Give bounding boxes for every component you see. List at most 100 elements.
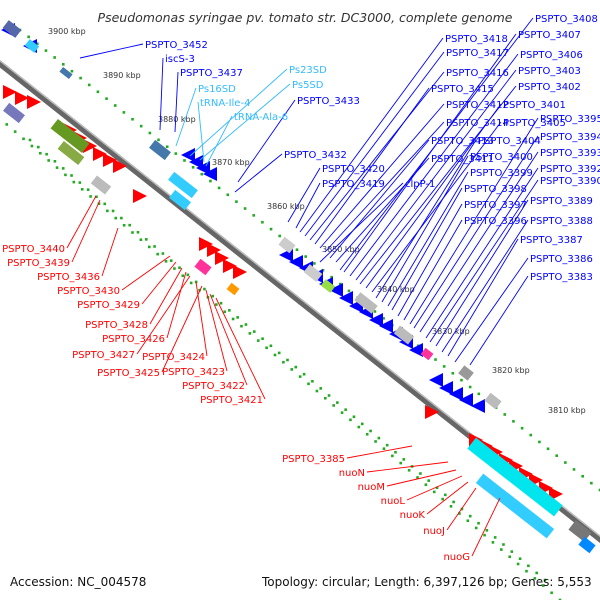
tick-dot xyxy=(265,346,268,350)
tick-dot xyxy=(315,389,319,393)
feature-box xyxy=(59,66,73,80)
tick-dot xyxy=(183,159,186,162)
feature-label: PSPTO_3436 xyxy=(37,272,100,283)
feature-label: iscS-3 xyxy=(165,54,195,65)
tick-dot xyxy=(382,447,386,450)
tick-dot xyxy=(298,375,302,378)
tick-dot xyxy=(442,365,446,368)
tick-dot xyxy=(402,458,406,461)
feature-label: PSPTO_3411 xyxy=(431,154,494,165)
tick-dot xyxy=(407,468,411,472)
leader-line xyxy=(386,469,457,487)
tick-dot xyxy=(105,97,108,100)
tick-dot xyxy=(468,385,472,389)
tick-dot xyxy=(352,415,356,419)
tick-dot xyxy=(47,159,50,162)
feature-box xyxy=(90,175,112,195)
leader-line xyxy=(413,135,539,329)
tick-dot xyxy=(78,181,82,184)
tick-dot xyxy=(541,584,545,587)
tick-dot xyxy=(435,486,439,490)
feature-label: PSPTO_3426 xyxy=(102,334,165,345)
forward-cds-arrow xyxy=(233,265,247,279)
feature-label: PSPTO_3395 xyxy=(540,114,600,125)
tick-dot xyxy=(72,180,76,184)
reverse-cds-arrow xyxy=(339,291,353,305)
tick-dot xyxy=(340,411,344,414)
leader-line xyxy=(381,155,469,303)
feature-box xyxy=(3,102,25,124)
tick-dot xyxy=(5,123,9,126)
leader-line xyxy=(329,139,430,259)
reverse-cds-arrow xyxy=(429,373,443,387)
tick-dot xyxy=(198,288,201,292)
tick-dot xyxy=(518,557,522,561)
tick-dot xyxy=(269,344,273,348)
tick-dot xyxy=(382,317,385,320)
tick-dot xyxy=(128,223,131,227)
feature-label: PSPTO_3412 xyxy=(446,100,509,111)
feature-label: PSPTO_3422 xyxy=(182,381,245,392)
tick-dot xyxy=(122,111,126,114)
tick-dot xyxy=(30,144,34,148)
tick-dot xyxy=(360,422,364,426)
feature-label: PSPTO_3437 xyxy=(180,68,243,79)
leader-line xyxy=(446,487,477,531)
leader-line xyxy=(136,275,191,355)
feature-label: PSPTO_3423 xyxy=(162,367,225,378)
tick-dot xyxy=(451,371,455,375)
leader-line xyxy=(454,257,529,363)
tick-dot xyxy=(86,188,90,191)
tick-dot xyxy=(209,179,212,183)
leader-line xyxy=(174,71,179,133)
tick-dot xyxy=(189,281,193,285)
feature-box xyxy=(50,118,90,154)
tick-dot xyxy=(87,83,91,87)
feature-label: PSPTO_3408 xyxy=(535,14,598,25)
leader-line xyxy=(205,115,233,167)
feature-label: tRNA-Ile-4 xyxy=(200,98,250,109)
feature-label: PSPTO_3414 xyxy=(446,118,509,129)
tick-dot xyxy=(323,396,327,400)
feature-labels: PSPTO_3452iscS-3PSPTO_3437PSPTO_3433PSPT… xyxy=(2,14,600,563)
tick-dot xyxy=(174,152,178,155)
leader-line xyxy=(387,171,469,307)
tick-dot xyxy=(136,230,140,234)
tick-dot xyxy=(477,521,480,525)
tick-dot xyxy=(22,137,25,141)
tick-dot xyxy=(53,56,56,59)
feature-label: PSPTO_3425 xyxy=(97,368,160,379)
tick-dot xyxy=(191,166,195,169)
tick-dot xyxy=(64,173,67,177)
leader-line xyxy=(366,461,449,473)
tick-dot xyxy=(243,207,247,210)
feature-label: Ps16SD xyxy=(198,84,236,95)
leader-line xyxy=(419,151,539,333)
forward-cds-arrow xyxy=(27,95,41,109)
feature-label: nuoM xyxy=(358,482,385,493)
feature-box xyxy=(393,325,415,345)
forward-cds-arrow xyxy=(15,91,29,105)
leader-line xyxy=(175,87,197,147)
tick-dot xyxy=(327,394,331,397)
tick-dot xyxy=(97,202,101,205)
tick-dot xyxy=(394,450,397,454)
leader-line xyxy=(346,445,413,459)
tick-dot xyxy=(44,49,48,52)
tick-dot xyxy=(269,227,273,231)
reverse-cds-arrow xyxy=(409,343,423,357)
rna-box xyxy=(475,473,555,539)
feature-label: nuoN xyxy=(339,468,365,479)
tick-dot xyxy=(373,310,377,313)
tick-dot xyxy=(468,514,472,518)
tick-dot xyxy=(374,440,377,443)
tick-dot xyxy=(399,461,403,465)
leader-line xyxy=(141,261,177,305)
forward-cds-arrow xyxy=(3,85,17,99)
feature-label: nuoG xyxy=(443,552,470,563)
tick-dot xyxy=(538,440,541,444)
tick-dot xyxy=(365,432,369,436)
